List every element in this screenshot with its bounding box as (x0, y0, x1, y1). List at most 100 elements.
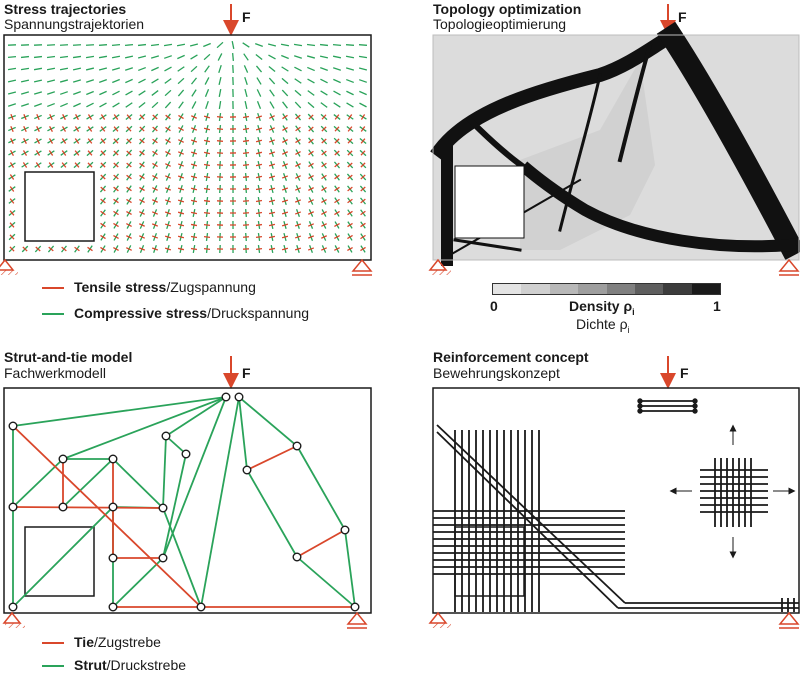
stress-cross (139, 209, 145, 217)
topology-title: Topology optimization (433, 1, 582, 17)
stress-cross (346, 90, 354, 96)
stress-cross (190, 113, 198, 121)
stress-cross (164, 89, 172, 97)
stress-cross (295, 161, 301, 169)
stress-cross (86, 126, 94, 132)
stress-cross (99, 137, 107, 145)
stress-cross (333, 137, 341, 145)
stress-cross (20, 79, 30, 83)
stress-cross (333, 102, 341, 108)
strut-member (12, 396, 227, 427)
stress-cross (203, 42, 211, 48)
stress-cross (307, 233, 315, 241)
stress-cross (139, 197, 145, 205)
stress-cross (191, 89, 197, 97)
stress-cross (112, 114, 120, 120)
stress-cross (268, 232, 276, 242)
stress-cross (178, 125, 184, 133)
stress-cross (21, 138, 29, 144)
topology-subtitle: Topologieoptimierung (433, 16, 567, 32)
truss-node (108, 454, 118, 464)
stress-cross (217, 53, 223, 61)
stress-cross (216, 112, 224, 122)
topology-frame (432, 34, 800, 261)
stress-cross (229, 136, 237, 146)
stress-cross (307, 66, 315, 72)
stress-cross (229, 232, 237, 242)
stress-cross (255, 184, 263, 194)
stress-cross (8, 138, 16, 144)
strut-member (238, 396, 248, 471)
stress-cross (268, 220, 276, 230)
stress-cross (138, 125, 146, 133)
stress-cross (85, 44, 95, 46)
stress-cross (294, 197, 302, 205)
stress-cross (99, 173, 107, 181)
stress-cross (360, 233, 366, 241)
tie-swatch (42, 642, 64, 645)
stress-cross (242, 136, 250, 146)
stress-cross (216, 208, 224, 218)
stress-cross (151, 90, 159, 96)
truss-node (181, 449, 191, 459)
stress-cross (242, 184, 250, 194)
strut-member (344, 529, 356, 608)
stress-cross (99, 185, 107, 193)
stress-cross (177, 66, 185, 72)
stress-cross (307, 209, 315, 217)
density-step (663, 284, 692, 294)
stress-cross (321, 197, 327, 205)
stress-cross (268, 196, 276, 206)
stress-cross (177, 196, 185, 206)
tensile-label-de: /Zugspannung (166, 279, 256, 295)
stress-cross (255, 160, 263, 170)
stress-cross (165, 137, 171, 145)
stress-support-right (351, 258, 373, 276)
stress-cross (33, 67, 43, 71)
topology-lowdensity-zone (520, 60, 655, 250)
stress-cross (255, 220, 263, 230)
stress-cross (346, 137, 354, 145)
stress-cross (229, 184, 237, 194)
stress-cross (46, 67, 56, 71)
strut-member (238, 396, 298, 447)
stress-cross (216, 124, 224, 134)
stress-subtitle: Spannungstrajektorien (4, 16, 145, 32)
stress-cross (164, 232, 172, 242)
stress-cross (112, 78, 120, 84)
reinforcement-mesh-detail (669, 424, 796, 559)
stress-cross (113, 221, 119, 229)
stress-cross (243, 65, 249, 73)
stress-cross (111, 44, 121, 46)
stress-cross (282, 113, 288, 121)
strut-support-left (2, 611, 25, 628)
stress-cross (190, 244, 198, 254)
stress-cross (152, 173, 158, 181)
stress-cross (33, 91, 43, 95)
stress-cross (256, 77, 262, 85)
stress-cross (177, 173, 185, 181)
stress-cross (177, 77, 185, 85)
strut-force-label: F (242, 365, 251, 381)
stress-cross (347, 197, 353, 205)
stress-cross (138, 78, 146, 84)
stress-cross (190, 137, 198, 145)
stress-cross (99, 90, 107, 96)
stress-cross (151, 245, 159, 253)
stress-cross (72, 79, 82, 83)
stress-cross (99, 126, 107, 132)
stress-cross (307, 101, 315, 109)
stress-cross (321, 173, 327, 181)
stress-cross (359, 102, 367, 108)
stress-cross (177, 208, 185, 218)
stress-cross (138, 90, 146, 96)
stress-cross (164, 101, 172, 109)
stress-cross (242, 196, 250, 206)
stress-cross (164, 185, 172, 193)
stress-cross (244, 100, 248, 110)
stress-cross (34, 162, 42, 168)
stress-cross (333, 90, 341, 96)
stress-cross (229, 112, 237, 122)
stress-cross (320, 137, 328, 145)
tie-member (12, 506, 164, 509)
